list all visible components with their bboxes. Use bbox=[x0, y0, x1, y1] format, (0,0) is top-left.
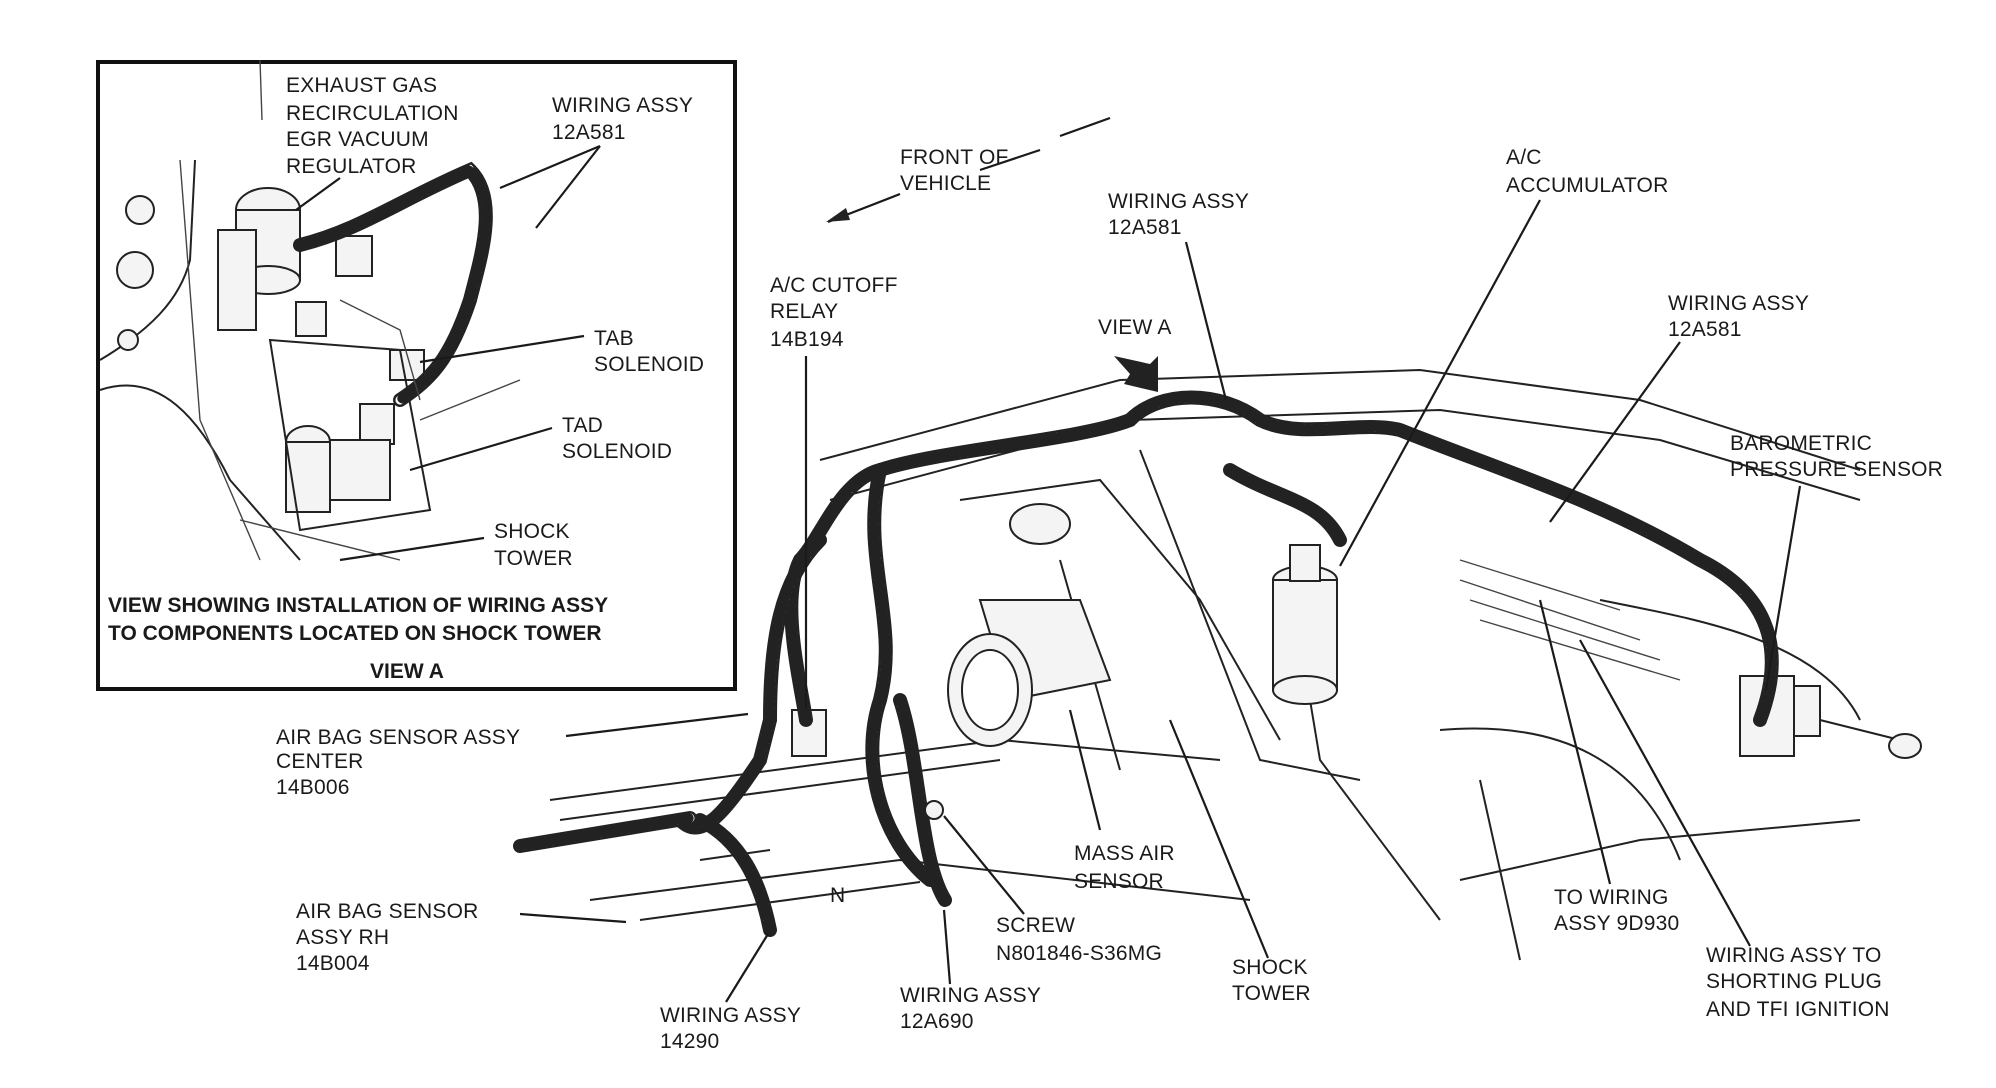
inset-caption: TO COMPONENTS LOCATED ON SHOCK TOWER bbox=[108, 622, 602, 645]
to-wiring-label: TO WIRING bbox=[1554, 886, 1669, 909]
barometric-sensor-label: PRESSURE SENSOR bbox=[1730, 458, 1943, 481]
view-a-label: VIEW A bbox=[1098, 316, 1172, 339]
tad-solenoid-label: SOLENOID bbox=[562, 440, 672, 463]
inset-shock-tower-label: SHOCK bbox=[494, 520, 570, 543]
wiring-assy-top-label: WIRING ASSY bbox=[1108, 190, 1249, 213]
airbag-rh-label: ASSY RH bbox=[296, 926, 389, 949]
inset-wiring-label: WIRING ASSY bbox=[552, 94, 693, 117]
shock-tower-label: SHOCK bbox=[1232, 956, 1308, 979]
inset-wiring-label: 12A581 bbox=[552, 121, 626, 144]
barometric-sensor-label: BAROMETRIC bbox=[1730, 432, 1872, 455]
inset-view-a-label: VIEW A bbox=[370, 660, 444, 683]
ac-cutoff-relay-label: A/C CUTOFF bbox=[770, 274, 898, 297]
ac-cutoff-relay-label: RELAY bbox=[770, 300, 838, 323]
screw-label: N801846-S36MG bbox=[996, 942, 1162, 965]
airbag-center-label: AIR BAG SENSOR ASSY bbox=[276, 726, 520, 749]
ac-accumulator-label: ACCUMULATOR bbox=[1506, 174, 1668, 197]
shorting-plug-label: WIRING ASSY TO bbox=[1706, 944, 1882, 967]
front-of-vehicle-label: VEHICLE bbox=[900, 172, 991, 195]
shock-tower-label: TOWER bbox=[1232, 982, 1311, 1005]
tab-solenoid-label: SOLENOID bbox=[594, 353, 704, 376]
egr-label: RECIRCULATION bbox=[286, 102, 459, 125]
wiring-14290-label: 14290 bbox=[660, 1030, 719, 1053]
egr-label: EXHAUST GAS bbox=[286, 74, 437, 97]
shorting-plug-label: AND TFI IGNITION bbox=[1706, 998, 1890, 1021]
inset-shock-tower-label: TOWER bbox=[494, 547, 573, 570]
shorting-plug-label: SHORTING PLUG bbox=[1706, 970, 1882, 993]
mass-air-sensor-label: SENSOR bbox=[1074, 870, 1164, 893]
engine-bay-illustration bbox=[513, 116, 1922, 961]
main-labels: FRONT OF VEHICLE WIRING ASSY 12A581 A/C … bbox=[276, 146, 1943, 1053]
inset-caption: VIEW SHOWING INSTALLATION OF WIRING ASSY bbox=[108, 594, 608, 617]
wiring-12a690-label: WIRING ASSY bbox=[900, 984, 1041, 1007]
mass-air-sensor-label: MASS AIR bbox=[1074, 842, 1175, 865]
to-wiring-label: ASSY 9D930 bbox=[1554, 912, 1679, 935]
airbag-rh-label: 14B004 bbox=[296, 952, 370, 975]
n-mark-label: N bbox=[830, 884, 845, 907]
view-a-arrow-icon bbox=[1114, 356, 1158, 392]
tab-solenoid-label: TAB bbox=[594, 327, 634, 350]
tad-solenoid-label: TAD bbox=[562, 414, 603, 437]
ac-accumulator-label: A/C bbox=[1506, 146, 1542, 169]
inset-view-a: EXHAUST GAS RECIRCULATION EGR VACUUM REG… bbox=[96, 59, 737, 691]
ac-cutoff-relay-label: 14B194 bbox=[770, 328, 844, 351]
airbag-rh-label: AIR BAG SENSOR bbox=[296, 900, 479, 923]
egr-label: EGR VACUUM bbox=[286, 128, 429, 151]
wiring-assy-top-label: 12A581 bbox=[1108, 216, 1182, 239]
wiring-assy-right-label: 12A581 bbox=[1668, 318, 1742, 341]
airbag-center-label: CENTER bbox=[276, 750, 364, 773]
inset-illustration bbox=[99, 59, 521, 561]
screw-label: SCREW bbox=[996, 914, 1075, 937]
egr-label: REGULATOR bbox=[286, 155, 417, 178]
front-arrow-icon bbox=[979, 148, 1041, 172]
wiring-assy-right-label: WIRING ASSY bbox=[1668, 292, 1809, 315]
front-of-vehicle-label: FRONT OF bbox=[900, 146, 1009, 169]
wiring-14290-label: WIRING ASSY bbox=[660, 1004, 801, 1027]
wiring-12a690-label: 12A690 bbox=[900, 1010, 974, 1033]
airbag-center-label: 14B006 bbox=[276, 776, 350, 799]
